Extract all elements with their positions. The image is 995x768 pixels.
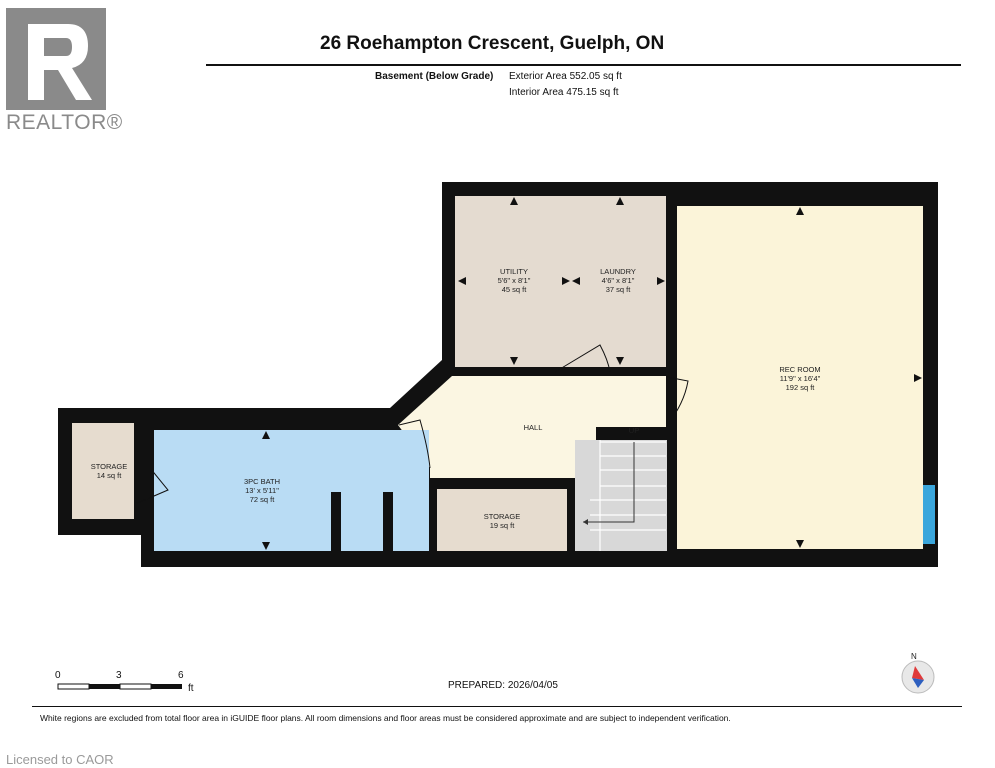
stairs [575, 440, 667, 551]
storage-left-area: 14 sq ft [97, 471, 123, 480]
room-storage-left [72, 423, 134, 519]
scale-bar: 0 3 6 ft [55, 670, 194, 694]
bath-area: 72 sq ft [250, 495, 276, 504]
realtor-logo-text: REALTOR® [6, 111, 123, 134]
page-title: 26 Roehampton Crescent, Guelph, ON [320, 33, 665, 54]
laundry-dims: 4'6" x 8'1" [602, 276, 635, 285]
storage-left-name: STORAGE [91, 462, 128, 471]
exterior-area: Exterior Area 552.05 sq ft [509, 71, 622, 82]
laundry-area: 37 sq ft [606, 285, 632, 294]
storage-mid-name: STORAGE [484, 512, 521, 521]
stairs-label: UP [629, 426, 639, 435]
realtor-r-icon [6, 8, 106, 110]
rec-room-area: 192 sq ft [786, 383, 816, 392]
bath-dims: 13' x 5'11" [245, 486, 279, 495]
window [923, 485, 935, 544]
dimension-arrows [262, 197, 922, 550]
rec-room-name: REC ROOM [779, 365, 820, 374]
title-divider [206, 64, 961, 66]
utility-name: UTILITY [500, 267, 528, 276]
bath-partition [331, 492, 341, 552]
scale-tick-6: 6 [178, 670, 184, 681]
disclaimer: White regions are excluded from total fl… [40, 713, 731, 723]
level-label: Basement (Below Grade) [375, 71, 494, 82]
bath-name: 3PC BATH [244, 477, 280, 486]
storage-mid-area: 19 sq ft [490, 521, 516, 530]
doors [136, 344, 689, 504]
scale-unit: ft [188, 683, 194, 694]
interior-area: Interior Area 475.15 sq ft [509, 87, 619, 98]
room-rec [677, 206, 923, 549]
license-notice: Licensed to CAOR [6, 752, 114, 767]
realtor-logo [6, 8, 106, 110]
stair-treads [590, 440, 666, 551]
bath-partition [383, 492, 393, 552]
stair-arrowhead [583, 519, 588, 525]
hall-name: HALL [524, 423, 543, 432]
utility-dims: 5'6" x 8'1" [498, 276, 531, 285]
scale-tick-3: 3 [116, 670, 122, 681]
prepared-date: PREPARED: 2026/04/05 [448, 680, 558, 691]
exterior-notch [58, 535, 141, 570]
room-storage-mid [437, 489, 567, 551]
room-utility-laundry [455, 196, 666, 367]
room-hall [398, 376, 666, 478]
north-arrow-icon: N [901, 652, 935, 694]
stair-direction-arrow [583, 442, 635, 523]
footer-divider [32, 706, 962, 707]
utility-area: 45 sq ft [502, 285, 528, 294]
laundry-name: LAUNDRY [600, 267, 636, 276]
scale-tick-0: 0 [55, 670, 61, 681]
rec-room-dims: 11'9" x 16'4" [780, 374, 821, 383]
compass-label: N [911, 652, 917, 661]
